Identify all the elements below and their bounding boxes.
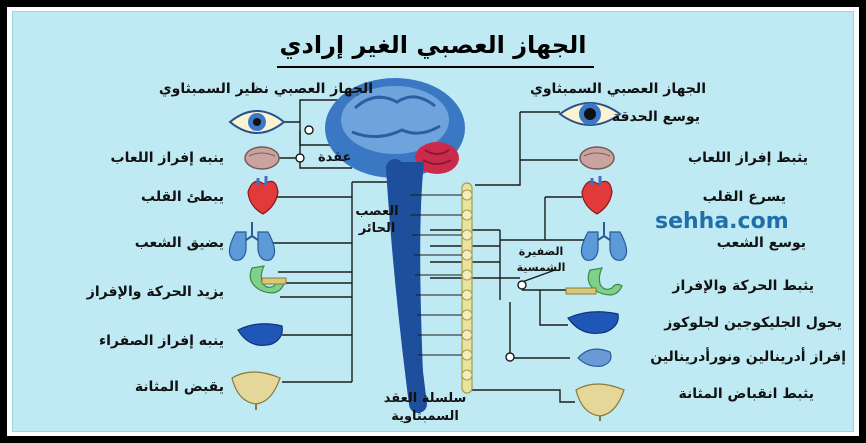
header-parasympathetic: الجهاز العصبي نظير السمبثاوي: [159, 82, 373, 96]
label-chain-line1: سلسلة العقد: [375, 392, 475, 405]
bladder-icon-right: [576, 384, 624, 421]
label-right-adrenaline: إفراز أدرينالين ونورأدرينالين: [650, 350, 846, 364]
label-ganglion: عقدة: [318, 151, 351, 164]
stomach-icon-right: [566, 268, 622, 295]
label-vagus-line2: الحائر: [352, 222, 402, 235]
liver-icon-right: [568, 312, 618, 334]
label-plexus-line2: الشمسية: [508, 262, 574, 273]
eye-icon-left: [230, 111, 284, 133]
lungs-icon-left: [229, 222, 274, 260]
title-underline: [277, 66, 594, 68]
ganglion-node-left-2: [296, 154, 304, 162]
label-right-lungs: يوسع الشعب: [717, 236, 806, 250]
salivary-gland-icon-right: [580, 147, 614, 169]
label-vagus-line1: العصب: [352, 205, 402, 218]
heart-icon-left: [248, 176, 278, 214]
label-right-stomach: يثبط الحركة والإفراز: [672, 279, 814, 293]
heart-nerve-right: [500, 197, 582, 240]
adrenal-node: [506, 353, 514, 361]
liver-nerve-right: [540, 290, 568, 325]
label-left-heart: يبطئ القلب: [141, 190, 224, 204]
lungs-icon-right: [581, 222, 626, 260]
label-left-stomach: يزيد الحركة والإفراز: [87, 285, 224, 299]
label-left-liver: ينبه إفراز الصفراء: [99, 334, 224, 348]
chain-branches: [430, 230, 520, 278]
header-sympathetic: الجهاز العصبي السمبثاوي: [530, 82, 706, 96]
heart-icon-right: [582, 176, 612, 214]
label-left-lungs: يضيق الشعب: [135, 236, 224, 250]
plexus-node: [518, 281, 526, 289]
ganglion-node-left: [305, 126, 313, 134]
label-right-pupil: يوسع الحدقة: [612, 110, 700, 124]
label-right-bladder: يثبط انقباض المثانة: [678, 387, 814, 401]
watermark-text: sehha.com: [655, 209, 789, 234]
label-chain-line2: السمبثاوية: [375, 410, 475, 423]
eye-nerve-right: [475, 112, 560, 185]
label-left-bladder: يقبض المثانة: [135, 380, 224, 394]
adrenal-gland-icon-right: [578, 349, 611, 366]
bladder-nerve-right: [470, 300, 575, 402]
bladder-icon-left: [232, 372, 280, 410]
label-left-saliva: ينبه إفراز اللعاب: [111, 151, 224, 165]
label-right-heart: يسرع القلب: [703, 190, 786, 204]
label-plexus-line1: الضفيرة: [508, 246, 574, 257]
diagram-title: الجهاز العصبي الغير إرادي: [0, 33, 866, 57]
label-right-saliva: يثبط إفراز اللعاب: [688, 151, 808, 165]
liver-icon-left: [238, 324, 282, 346]
salivary-gland-icon-left: [245, 147, 279, 169]
label-right-glycogen: يحول الجليكوجين لجلوكوز: [664, 316, 842, 330]
stomach-icon-left: [250, 266, 286, 293]
